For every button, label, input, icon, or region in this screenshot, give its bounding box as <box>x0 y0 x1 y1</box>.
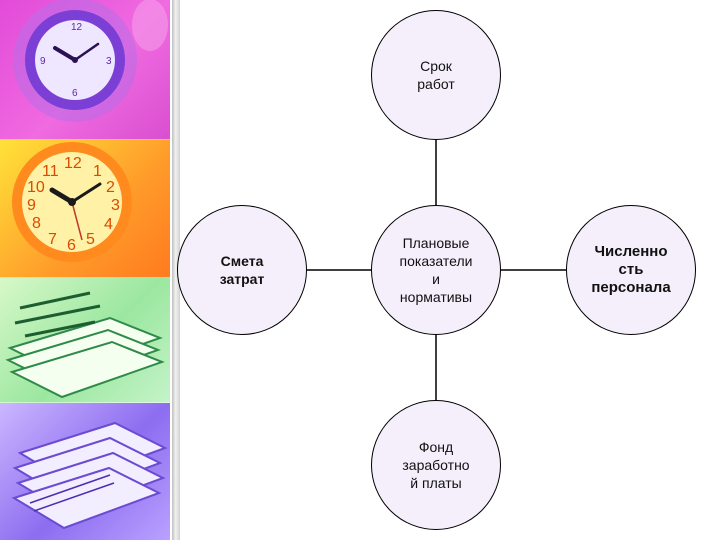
svg-text:12: 12 <box>64 155 82 172</box>
node-label: Плановые показатели и нормативы <box>399 235 473 305</box>
svg-text:7: 7 <box>48 231 57 248</box>
vertical-divider <box>172 0 180 540</box>
svg-text:2: 2 <box>106 179 115 196</box>
node-wage-fund: Фонд заработно й платы <box>371 400 501 530</box>
svg-text:1: 1 <box>93 163 102 180</box>
node-cost-estimate: Смета затрат <box>177 205 307 335</box>
svg-text:11: 11 <box>42 163 59 180</box>
clock-icon: 12 3 6 9 <box>13 0 168 122</box>
purple-papers-panel <box>0 403 170 540</box>
paper-stack-icon <box>11 421 168 530</box>
svg-text:6: 6 <box>67 237 76 254</box>
svg-text:5: 5 <box>86 231 95 248</box>
svg-text:4: 4 <box>104 216 113 233</box>
paper-stack-icon <box>5 291 165 399</box>
svg-text:6: 6 <box>72 88 78 99</box>
svg-text:10: 10 <box>27 179 45 196</box>
svg-text:8: 8 <box>32 215 41 232</box>
node-label: Численно сть персонала <box>591 243 671 296</box>
node-headcount: Численно сть персонала <box>566 205 696 335</box>
svg-text:3: 3 <box>111 197 120 214</box>
svg-text:12: 12 <box>71 22 83 33</box>
svg-text:9: 9 <box>27 197 36 214</box>
green-papers-panel <box>0 278 170 403</box>
node-label: Срок работ <box>417 58 455 92</box>
node-planned-indicators: Плановые показатели и нормативы <box>371 205 501 335</box>
node-label: Фонд заработно й платы <box>402 439 470 491</box>
node-work-deadline: Срок работ <box>371 10 501 140</box>
purple-clock-panel: 12 3 6 9 <box>0 0 170 140</box>
node-label: Смета затрат <box>219 253 265 287</box>
svg-text:3: 3 <box>106 56 112 67</box>
svg-text:9: 9 <box>40 56 46 67</box>
